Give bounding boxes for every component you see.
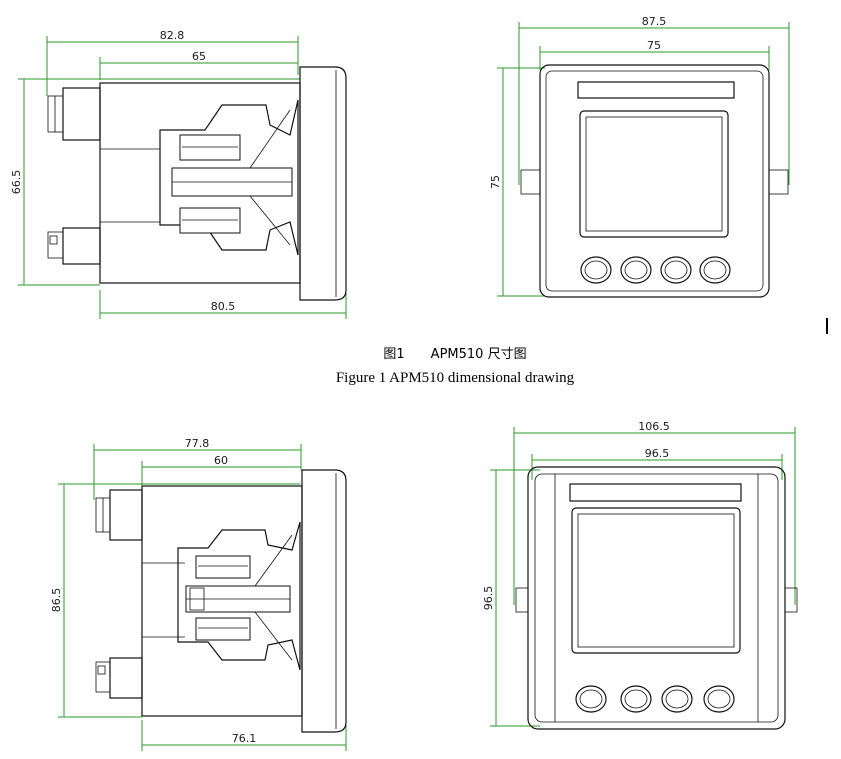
fig2-side-top-inner-label: 60	[214, 454, 228, 467]
fig1-front-height-label: 75	[489, 175, 502, 189]
fig1-side-top-inner-label: 65	[192, 50, 206, 63]
figure2-front-view	[490, 427, 798, 730]
fig1-side-height-label: 66.5	[10, 170, 23, 195]
figure1-side-view	[18, 36, 347, 319]
fig2-front-top-inner-label: 96.5	[645, 447, 670, 460]
figure1-front-view	[497, 22, 790, 298]
fig1-side-top-outer-label: 82.8	[160, 29, 185, 42]
fig2-side-top-outer-label: 77.8	[185, 437, 210, 450]
fig2-front-top-outer-label: 106.5	[638, 420, 670, 433]
figure1-caption-chinese: 图1 APM510 尺寸图	[383, 347, 526, 362]
fig2-side-bottom-label: 76.1	[232, 732, 257, 745]
fig1-side-bottom-label: 80.5	[211, 300, 236, 313]
figure2-side-view	[58, 444, 347, 751]
figure1-caption-english: Figure 1 APM510 dimensional drawing	[336, 370, 575, 386]
fig1-front-top-outer-label: 87.5	[642, 15, 667, 28]
fig2-front-height-label: 96.5	[482, 586, 495, 611]
fig1-front-top-inner-label: 75	[647, 39, 661, 52]
fig2-side-height-label: 86.5	[50, 588, 63, 613]
